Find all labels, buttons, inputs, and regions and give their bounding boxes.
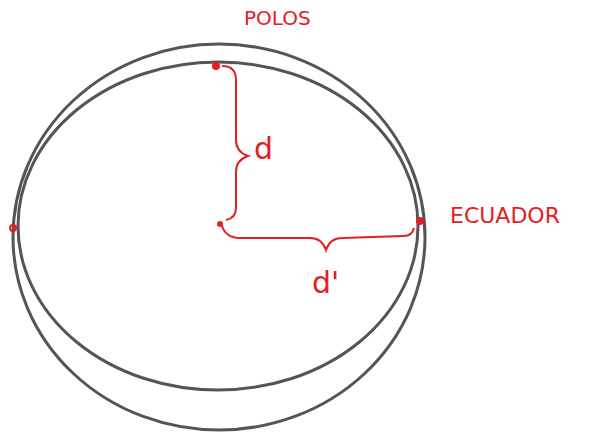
pole-label: POLOS: [244, 8, 311, 28]
distance-bracket: [222, 226, 414, 250]
pole-dot: [212, 62, 220, 70]
distance-label: d': [312, 268, 339, 298]
oblate-outline: [18, 62, 418, 390]
equator-dot: [416, 217, 424, 225]
equator-dot: [10, 225, 16, 231]
distance-label: d: [254, 134, 273, 164]
equator-label: ECUADOR: [450, 205, 560, 227]
distance-bracket: [222, 66, 248, 220]
sphere-outline: [13, 44, 425, 430]
